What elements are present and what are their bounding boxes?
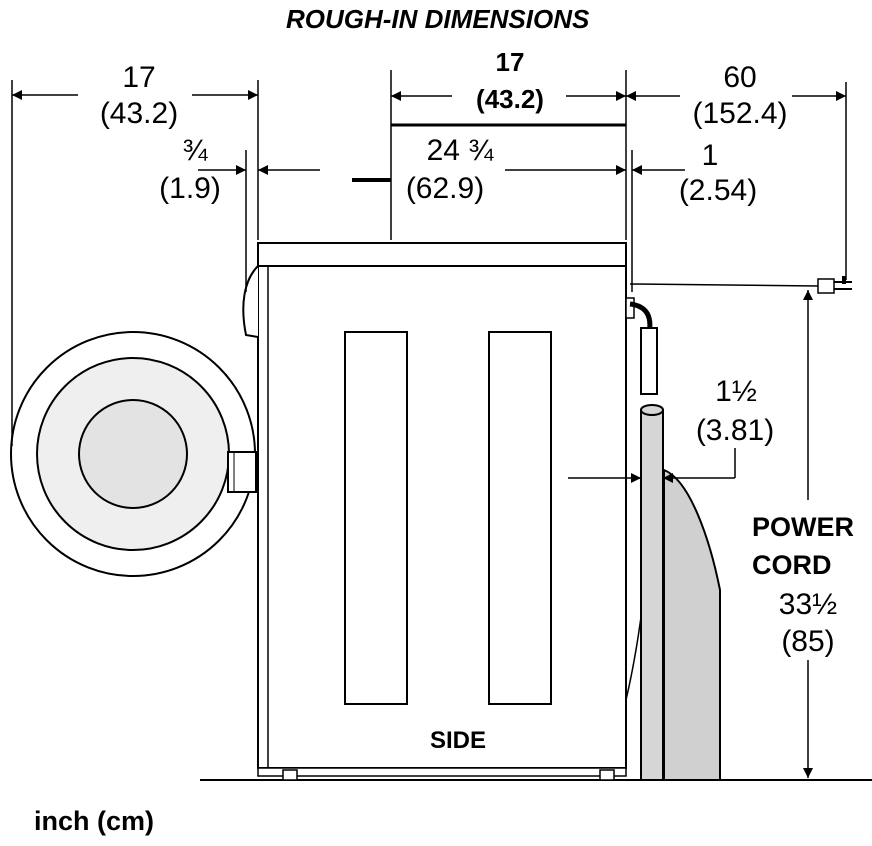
- cabinet-depth-cm: (62.9): [405, 172, 485, 205]
- top-depth-inch: 17: [495, 47, 525, 77]
- standpipe: [640, 404, 721, 781]
- door-assembly: [10, 331, 257, 577]
- door-clearance-cm: (1.9): [159, 172, 221, 205]
- dimension-arrows: [12, 90, 846, 778]
- power-cord-label-line2: CORD: [750, 550, 834, 580]
- hose-clearance-cm: (3.81): [695, 414, 775, 447]
- units-note: inch (cm): [34, 806, 155, 836]
- cabinet-depth-inch: 24 ¾: [426, 134, 494, 167]
- extension-lines: [11, 70, 847, 478]
- front-offset-inch: 17: [122, 61, 156, 94]
- rear-clearance-inch: 1: [701, 139, 719, 172]
- top-depth-cm: (43.2): [476, 84, 544, 114]
- door-clearance-inch: ¾: [182, 134, 208, 167]
- cord-length-cm: (152.4): [692, 97, 788, 130]
- front-offset-cm: (43.2): [99, 97, 179, 130]
- cord-height-inch: 33½: [768, 590, 848, 620]
- rear-clearance-cm: (2.54): [678, 174, 758, 207]
- hose-clearance-inch: 1½: [715, 375, 757, 408]
- washer-cabinet: [242, 242, 627, 781]
- view-label: SIDE: [366, 716, 550, 766]
- power-cord: [629, 276, 852, 294]
- cord-height-cm: (85): [774, 627, 842, 657]
- diagram-title: ROUGH-IN DIMENSIONS: [286, 4, 590, 34]
- cord-length-inch: 60: [723, 61, 757, 94]
- power-cord-label-line1: POWER: [750, 512, 857, 542]
